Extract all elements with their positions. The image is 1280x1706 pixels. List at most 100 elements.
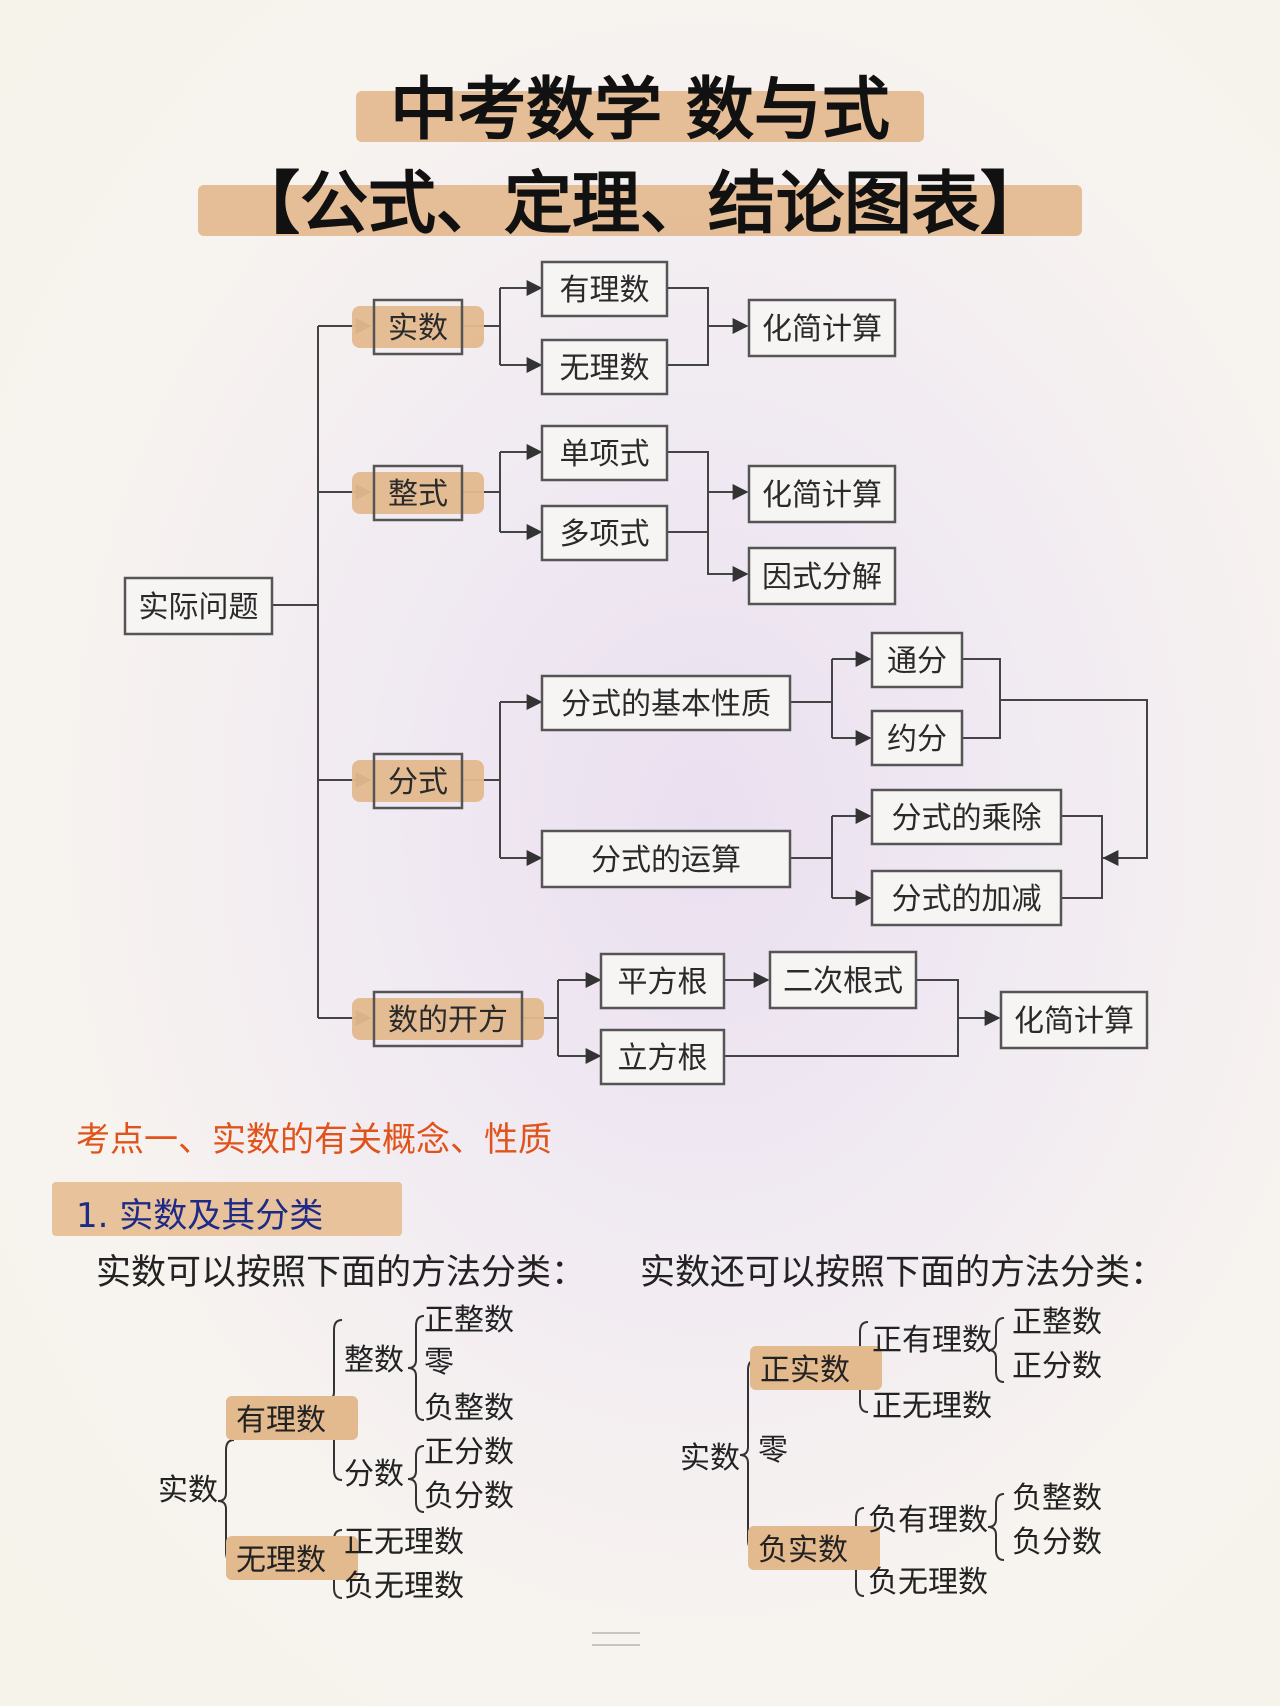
connector-line (1061, 815, 1103, 899)
node-monomial-label: 单项式 (560, 437, 650, 472)
node-monomial: 单项式 (540, 424, 669, 482)
node-integral-label: 整式 (388, 477, 448, 512)
node-fraction-property-label: 分式的基本性质 (561, 687, 771, 722)
left-irr-pos: 正无理数 (344, 1525, 464, 1560)
right-neg-frac: 负分数 (1012, 1525, 1102, 1560)
node-factorization-label: 因式分解 (762, 560, 882, 595)
node-factorization: 因式分解 (747, 546, 897, 606)
node-real-simplify: 化简计算 (747, 298, 897, 358)
left-int-neg: 负整数 (424, 1391, 514, 1426)
svg-text:负无理数: 负无理数 (868, 1565, 988, 1600)
brace (987, 1493, 1005, 1561)
connector-line (962, 658, 1001, 739)
node-rational: 有理数 (540, 260, 669, 318)
right-neg-int: 负整数 (1012, 1481, 1102, 1516)
node-cube-root: 立方根 (599, 1028, 726, 1086)
node-cube-root-label: 立方根 (618, 1041, 708, 1076)
svg-text:负实数: 负实数 (758, 1533, 848, 1568)
connector-line (667, 451, 709, 533)
node-root-extraction: 数的开方 (352, 990, 544, 1048)
brace (987, 1317, 1005, 1383)
connector-line (790, 659, 833, 703)
root-box: 实际问题 (123, 576, 274, 636)
right-pos-irrational: 正无理数 (872, 1389, 992, 1424)
node-common-denominator-label: 通分 (887, 644, 947, 679)
node-reduction: 约分 (870, 709, 964, 767)
right-neg-rational: 负有理数 (868, 1503, 988, 1538)
node-fraction: 分式 (352, 752, 484, 810)
node-rational-label: 有理数 (560, 273, 650, 308)
svg-text:正有理数: 正有理数 (872, 1323, 992, 1358)
node-quadratic-radical-label: 二次根式 (783, 964, 903, 999)
node-irrational-label: 无理数 (560, 351, 650, 386)
svg-text:正分数: 正分数 (1012, 1349, 1102, 1384)
left-root: 实数 (158, 1473, 218, 1508)
node-fraction-property: 分式的基本性质 (540, 674, 792, 732)
svg-text:零: 零 (758, 1433, 788, 1468)
svg-text:实数: 实数 (158, 1473, 218, 1508)
right-root: 实数 (680, 1441, 740, 1476)
node-fraction-addsub-label: 分式的加减 (892, 882, 1042, 917)
right-pos-int: 正整数 (1012, 1305, 1102, 1340)
svg-text:负整数: 负整数 (424, 1391, 514, 1426)
subsection-bar: 1. 实数及其分类 (52, 1182, 402, 1236)
right-positive: 正实数 (750, 1346, 882, 1390)
svg-text:实数: 实数 (680, 1441, 740, 1476)
left-fraction: 分数 (344, 1457, 404, 1492)
node-real-label: 实数 (388, 311, 448, 346)
connector-line (667, 287, 709, 366)
node-fraction-label: 分式 (388, 765, 448, 800)
left-frac-neg: 负分数 (424, 1479, 514, 1514)
title-line-2: 【公式、定理、结论图表】 (0, 160, 1280, 250)
svg-text:负整数: 负整数 (1012, 1481, 1102, 1516)
right-negative: 负实数 (748, 1526, 880, 1570)
svg-text:负分数: 负分数 (1012, 1525, 1102, 1560)
node-fraction-muldiv: 分式的乘除 (870, 788, 1063, 846)
node-integral-simplify-label: 化简计算 (762, 478, 882, 513)
node-integral-simplify: 化简计算 (747, 464, 897, 524)
node-real: 实数 (352, 298, 484, 356)
left-irrational: 无理数 (226, 1536, 358, 1580)
node-fraction-operation-label: 分式的运算 (591, 843, 741, 878)
svg-text:负无理数: 负无理数 (344, 1569, 464, 1604)
left-frac-pos: 正分数 (424, 1435, 514, 1470)
right-pos-rational: 正有理数 (872, 1323, 992, 1358)
node-root-simplify: 化简计算 (999, 990, 1149, 1050)
node-polynomial: 多项式 (540, 504, 669, 562)
page-handle (592, 1632, 640, 1646)
svg-text:有理数: 有理数 (236, 1403, 326, 1438)
title-sub: 【公式、定理、结论图表】 (231, 165, 1048, 244)
right-neg-irrational: 负无理数 (868, 1565, 988, 1600)
node-real-simplify-label: 化简计算 (762, 312, 882, 347)
node-common-denominator: 通分 (870, 631, 964, 689)
node-reduction-label: 约分 (887, 722, 947, 757)
svg-text:分数: 分数 (344, 1457, 404, 1492)
right-pos-frac: 正分数 (1012, 1349, 1102, 1384)
node-root-extraction-label: 数的开方 (388, 1003, 508, 1038)
node-polynomial-label: 多项式 (560, 517, 650, 552)
brace (407, 1315, 425, 1421)
arrow-connector (707, 532, 749, 582)
svg-text:正整数: 正整数 (424, 1303, 514, 1338)
svg-text:负分数: 负分数 (424, 1479, 514, 1514)
svg-text:正实数: 正实数 (760, 1353, 850, 1388)
left-integer: 整数 (344, 1343, 404, 1378)
svg-text:整数: 整数 (344, 1343, 404, 1378)
connector-line (790, 816, 833, 859)
root-box-label: 实际问题 (139, 590, 259, 625)
node-fraction-operation: 分式的运算 (540, 829, 792, 889)
subsection-heading: 1. 实数及其分类 (76, 1196, 324, 1236)
node-fraction-muldiv-label: 分式的乘除 (892, 801, 1042, 836)
title-line-1: 中考数学 数与式 (0, 66, 1280, 156)
intro-right: 实数还可以按照下面的方法分类： (640, 1253, 1166, 1293)
svg-text:无理数: 无理数 (236, 1543, 326, 1578)
node-quadratic-radical: 二次根式 (768, 950, 918, 1010)
arrow-connector (1000, 699, 1148, 866)
node-fraction-addsub: 分式的加减 (870, 869, 1063, 927)
left-rational: 有理数 (226, 1396, 358, 1440)
right-zero: 零 (758, 1433, 788, 1468)
svg-text:正无理数: 正无理数 (872, 1389, 992, 1424)
node-integral: 整式 (352, 464, 484, 522)
svg-text:负有理数: 负有理数 (868, 1503, 988, 1538)
